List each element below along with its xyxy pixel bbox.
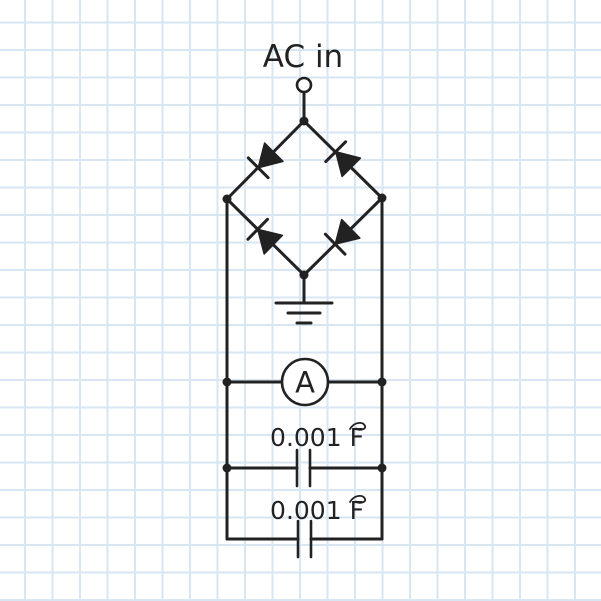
- junction-dot-icon: [299, 270, 309, 280]
- bridge-edges: [225, 119, 384, 277]
- junction-dots: [222, 116, 387, 473]
- capacitor-top-label: 0.001 F: [270, 423, 364, 452]
- f-flourish-icon: [349, 495, 367, 504]
- diode-triangle: [257, 142, 284, 169]
- diode-top-right-icon: [324, 140, 362, 178]
- junction-dot-icon: [377, 463, 387, 473]
- capacitor-top-icon: [295, 448, 312, 488]
- capacitor-top-branch: 0.001 F: [225, 422, 384, 488]
- diode-cathode-bar: [246, 156, 270, 180]
- f-flourish-icon: [349, 422, 367, 431]
- junction-dot-icon: [377, 377, 387, 387]
- junction-dot-icon: [222, 377, 232, 387]
- diode-triangle: [256, 228, 284, 255]
- diode-top-left-icon: [246, 142, 284, 180]
- junction-dot-icon: [377, 193, 387, 203]
- junction-dot-icon: [299, 116, 309, 126]
- ac-in-label: AC in: [263, 39, 343, 75]
- ammeter-label: A: [295, 366, 315, 400]
- ground-icon: [274, 273, 334, 325]
- bridge-rectifier: [225, 119, 384, 277]
- junction-dot-icon: [222, 463, 232, 473]
- diode-triangle: [334, 150, 362, 178]
- ammeter-icon: [280, 357, 330, 407]
- ammeter-branch: A: [225, 357, 384, 407]
- diode-bottom-right-icon: [323, 218, 361, 256]
- capacitor-bottom-icon: [296, 519, 313, 559]
- diode-cathode-bar: [324, 140, 348, 164]
- junction-dot-icon: [222, 194, 232, 204]
- diode-triangle: [334, 218, 361, 245]
- capacitor-bottom-branch: 0.001 F: [225, 495, 384, 559]
- diode-cathode-bar: [323, 232, 347, 256]
- capacitor-bottom-label: 0.001 F: [270, 496, 364, 525]
- diode-cathode-bar: [246, 217, 269, 241]
- ac-source: AC in: [263, 39, 343, 122]
- diode-bottom-left-icon: [246, 217, 284, 255]
- ac-terminal-icon: [295, 76, 313, 94]
